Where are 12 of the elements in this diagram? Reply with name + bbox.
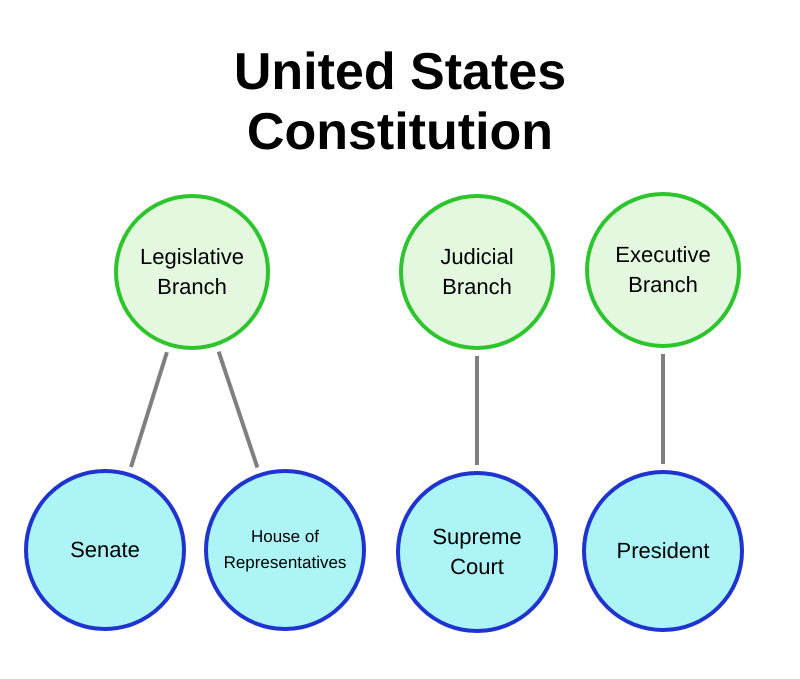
node-label: Legislative Branch (139, 243, 245, 301)
node-label: Judicial Branch (439, 243, 515, 301)
node-label: Senate (69, 536, 141, 564)
diagram-title: United States Constitution (232, 42, 568, 162)
connector-line (661, 354, 665, 464)
node-label: President (616, 537, 710, 565)
connector-line (216, 351, 260, 468)
node-label: Executive Branch (614, 241, 712, 299)
connector-line (475, 356, 479, 465)
connector-line (129, 352, 169, 468)
node-label: House of Representatives (222, 526, 348, 574)
node-label: Supreme Court (431, 523, 523, 581)
